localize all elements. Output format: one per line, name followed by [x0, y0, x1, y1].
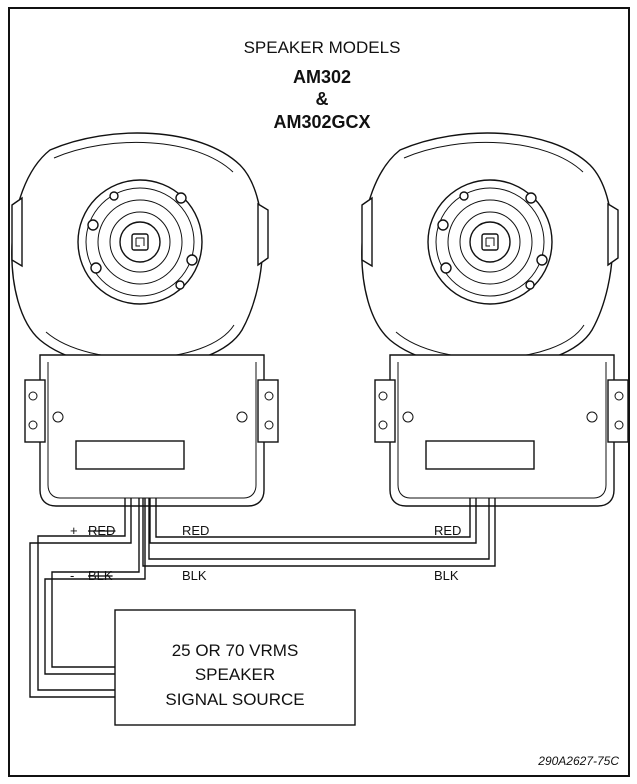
wire-harness [29, 498, 496, 698]
drawing-code: 290A2627-75C [537, 754, 619, 768]
red-label-mid: RED [182, 523, 209, 538]
source-line-3: SIGNAL SOURCE [165, 690, 304, 709]
plus-label: + [70, 523, 78, 538]
ampersand: & [316, 89, 329, 109]
header-title: SPEAKER MODELS [244, 38, 401, 57]
blk-label-right: BLK [434, 568, 459, 583]
minus-label: - [70, 568, 74, 583]
model-am302: AM302 [293, 67, 351, 87]
signal-source-box [114, 609, 356, 726]
speaker-right [361, 132, 629, 507]
source-line-2: SPEAKER [195, 665, 275, 684]
model-am302gcx: AM302GCX [273, 112, 370, 132]
red-struck-label: RED [88, 523, 115, 538]
source-line-1: 25 OR 70 VRMS [172, 641, 299, 660]
blk-struck-label: BLK [88, 568, 113, 583]
blk-label-mid: BLK [182, 568, 207, 583]
red-label-right: RED [434, 523, 461, 538]
speaker-left [11, 132, 279, 507]
